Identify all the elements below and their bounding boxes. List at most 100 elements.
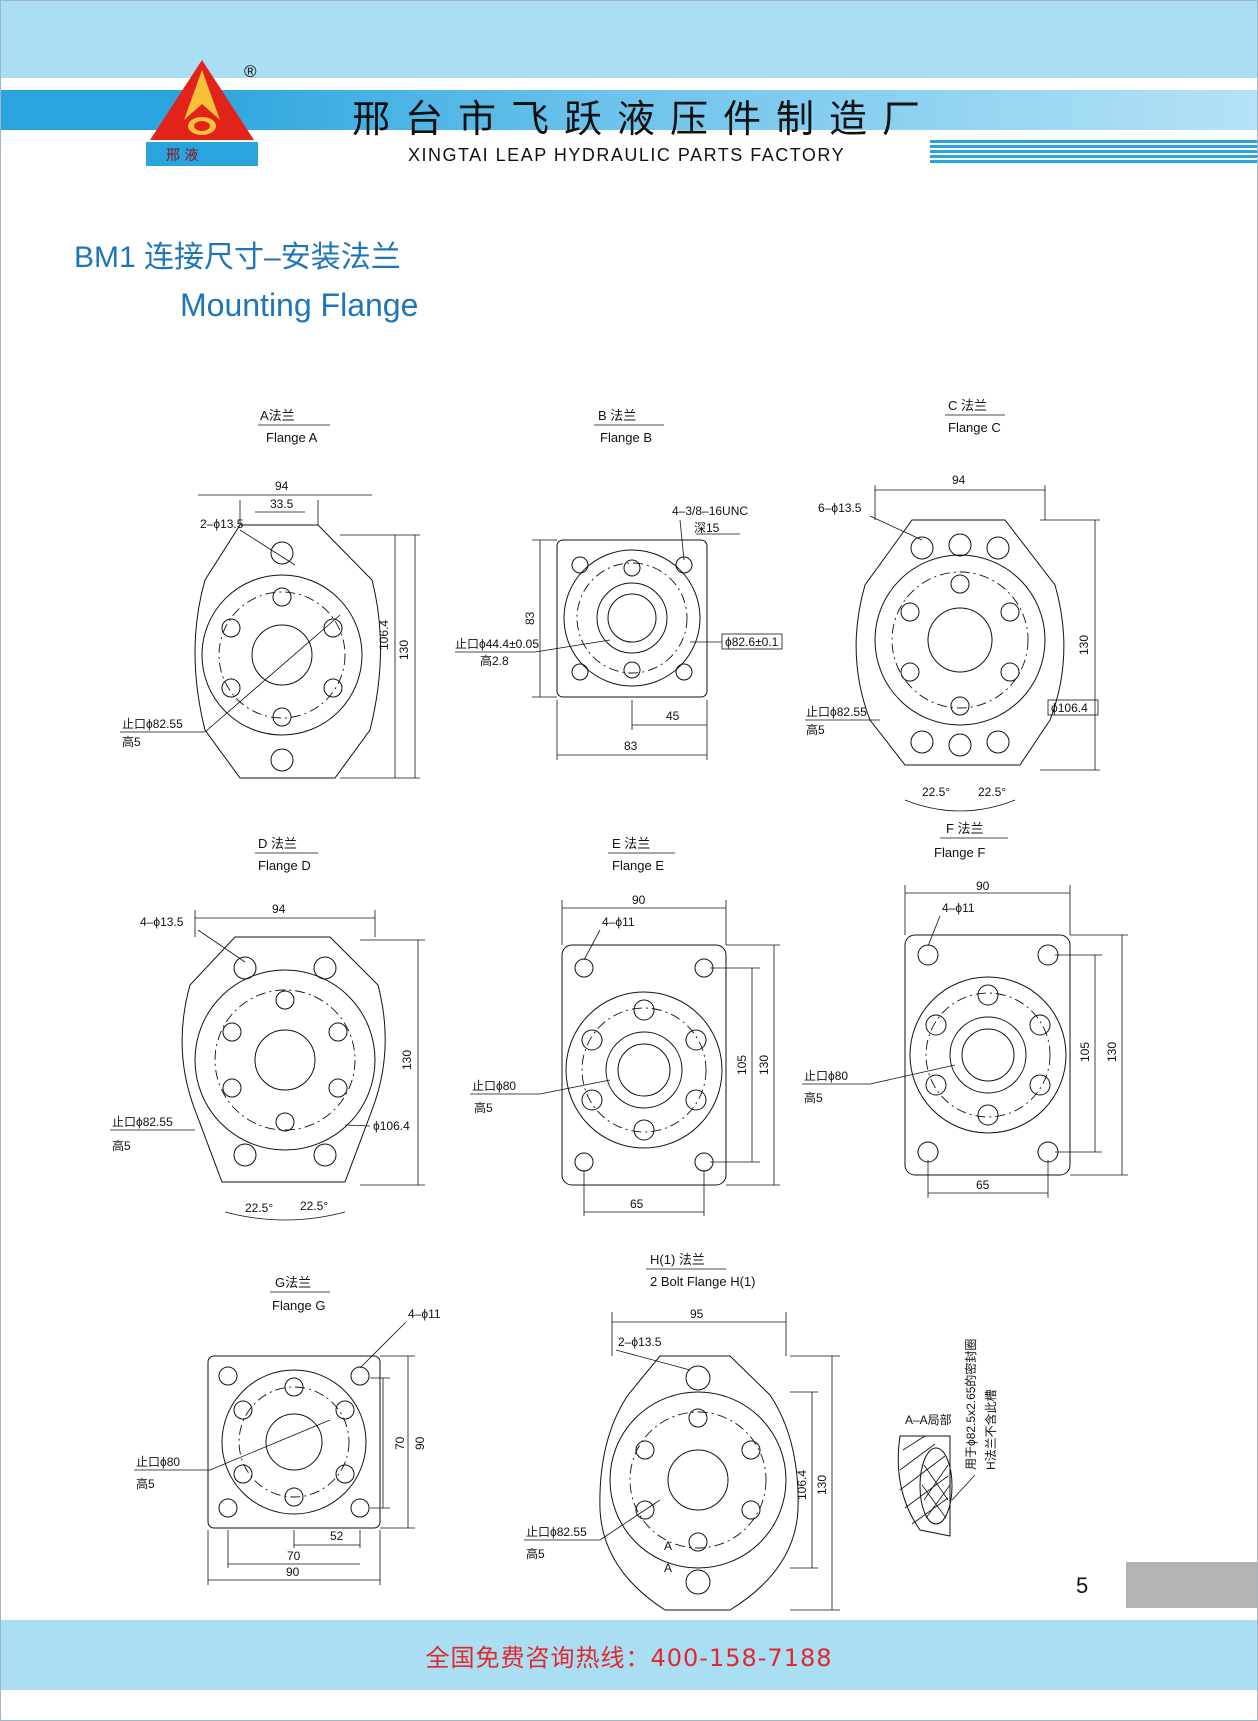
header-top-band — [0, 0, 1258, 78]
flange-f-drawing: F 法兰 Flange F 90 4–ϕ11 105 130 止口ϕ80 高5 … — [802, 821, 1128, 1198]
registered-mark: ® — [244, 62, 257, 81]
flange-b-pilot: 止口ϕ44.4±0.05 — [455, 637, 539, 651]
flange-b-dim-45: 45 — [666, 709, 680, 723]
page-title-en: Mounting Flange — [180, 287, 419, 323]
flange-d-dim-94: 94 — [272, 902, 286, 916]
red-triangle-logo-icon: 邢 液 — [146, 60, 258, 166]
hotline-text: 全国免费咨询热线：400-158-7188 — [425, 1644, 833, 1672]
flange-g-pilot: 止口ϕ80 — [136, 1455, 180, 1469]
flange-h-high: 高5 — [526, 1546, 545, 1561]
flange-d-pcd: ϕ106.4 — [373, 1119, 410, 1133]
flange-e-label-cn: E 法兰 — [612, 836, 650, 851]
flange-g-high: 高5 — [136, 1476, 155, 1491]
flange-a-dim-94: 94 — [275, 479, 289, 493]
flange-g-dim-52: 52 — [330, 1529, 344, 1543]
flange-d-holes: 4–ϕ13.5 — [140, 915, 184, 929]
flange-e-dim-105: 105 — [735, 1055, 749, 1075]
flange-a-holes: 2–ϕ13.5 — [200, 517, 244, 531]
flange-c-dim-130: 130 — [1077, 635, 1091, 655]
header-blue-band-fade — [180, 90, 1258, 130]
flange-a-dim-130: 130 — [397, 640, 411, 660]
flange-d-label-en: Flange D — [258, 858, 311, 873]
flange-b-label-en: Flange B — [600, 430, 652, 445]
flange-h-label-cn: H(1) 法兰 — [650, 1252, 705, 1267]
flange-g-label-cn: G法兰 — [275, 1275, 311, 1290]
section-note-2: H法兰不含此槽 — [983, 1389, 998, 1470]
flange-d-high: 高5 — [112, 1138, 131, 1153]
flange-c-label-en: Flange C — [948, 420, 1001, 435]
flange-f-dim-65: 65 — [976, 1178, 990, 1192]
flange-f-holes: 4–ϕ11 — [942, 901, 975, 915]
flange-b-label-cn: B 法兰 — [598, 408, 636, 423]
flange-d-drawing: D 法兰 Flange D 4–ϕ13.5 94 130 止口ϕ82.55 高5… — [110, 836, 425, 1221]
flange-b-thread: 4–3/8–16UNC — [672, 504, 748, 518]
flange-e-pilot: 止口ϕ80 — [472, 1079, 516, 1093]
page-title-cn: BM1 连接尺寸–安装法兰 — [74, 241, 401, 274]
flange-d-angle-2: 22.5° — [300, 1199, 328, 1213]
flange-g-dim-90-h: 90 — [286, 1565, 300, 1579]
flange-f-label-cn: F 法兰 — [946, 821, 984, 836]
company-name-en: XINGTAI LEAP HYDRAULIC PARTS FACTORY — [408, 145, 846, 165]
section-a-a-detail: A–A局部 用于ϕ82.5x2.65的密封圈 H法兰不含此槽 — [897, 1339, 998, 1537]
flange-f-dim-130: 130 — [1105, 1042, 1119, 1062]
flange-h-section-a-2: A — [664, 1561, 672, 1575]
flange-h-dim-106-4: 106.4 — [795, 1470, 809, 1500]
flange-b-pcd: ϕ82.6±0.1 — [725, 635, 779, 649]
flange-a-high: 高5 — [122, 734, 141, 749]
flange-b-high: 高2.8 — [480, 653, 509, 668]
flange-b-dim-83-h: 83 — [624, 739, 638, 753]
flange-g-drawing: G法兰 Flange G 4–ϕ11 70 90 止口ϕ80 高5 52 70 … — [134, 1275, 441, 1585]
flange-e-holes: 4–ϕ11 — [602, 915, 635, 929]
flange-g-label-en: Flange G — [272, 1298, 325, 1313]
flange-d-pilot: 止口ϕ82.55 — [112, 1115, 173, 1129]
flange-b-drawing: B 法兰 Flange B 83 4–3/8–16UNC 深15 止口ϕ44.4… — [455, 408, 783, 760]
flange-a-label-en: Flange A — [266, 430, 318, 445]
flange-h-holes: 2–ϕ13.5 — [618, 1335, 662, 1349]
flange-c-pilot: 止口ϕ82.55 — [806, 705, 867, 719]
flange-e-dim-65: 65 — [630, 1197, 644, 1211]
flange-h-dim-130: 130 — [815, 1475, 829, 1495]
flange-c-pcd: ϕ106.4 — [1051, 701, 1088, 715]
flange-g-holes: 4–ϕ11 — [408, 1307, 441, 1321]
flange-e-dim-130: 130 — [757, 1055, 771, 1075]
flange-b-dim-83-v: 83 — [523, 611, 537, 625]
flange-h-dim-95: 95 — [690, 1307, 704, 1321]
flange-a-pilot: 止口ϕ82.55 — [122, 717, 183, 731]
section-label: A–A局部 — [905, 1412, 952, 1427]
flange-e-dim-90: 90 — [632, 893, 646, 907]
flange-f-high: 高5 — [804, 1090, 823, 1105]
flange-a-drawing: A法兰 Flange A 94 33.5 2–ϕ13.5 106.4 130 止… — [120, 408, 420, 779]
flange-a-dim-33-5: 33.5 — [270, 497, 294, 511]
flange-g-dim-70-v: 70 — [393, 1436, 407, 1450]
flange-c-angle-2: 22.5° — [978, 785, 1006, 799]
company-name-cn: 邢台市飞跃液压件制造厂 — [352, 97, 936, 141]
flange-g-dim-90-v: 90 — [413, 1436, 427, 1450]
flange-f-dim-105: 105 — [1078, 1042, 1092, 1062]
flange-c-high: 高5 — [806, 722, 825, 737]
flange-d-label-cn: D 法兰 — [258, 836, 297, 851]
flange-e-drawing: E 法兰 Flange E 90 4–ϕ11 105 130 止口ϕ80 高5 … — [470, 836, 780, 1216]
flange-h-drawing: H(1) 法兰 2 Bolt Flange H(1) 95 2–ϕ13.5 10… — [524, 1252, 840, 1611]
section-note-1: 用于ϕ82.5x2.65的密封圈 — [963, 1339, 978, 1470]
flange-a-dim-106-4: 106.4 — [377, 620, 391, 650]
flange-h-label-en: 2 Bolt Flange H(1) — [650, 1274, 756, 1289]
flange-g-dim-70-h: 70 — [287, 1549, 301, 1563]
footer-band — [0, 1620, 1258, 1690]
flange-d-dim-130: 130 — [400, 1050, 414, 1070]
flange-f-dim-90: 90 — [976, 879, 990, 893]
page-tab — [1126, 1562, 1258, 1608]
header-stripes — [930, 140, 1258, 164]
flange-e-label-en: Flange E — [612, 858, 664, 873]
flange-c-dim-94: 94 — [952, 473, 966, 487]
flange-h-pilot: 止口ϕ82.55 — [526, 1525, 587, 1539]
flange-a-label-cn: A法兰 — [260, 408, 295, 423]
flange-c-drawing: C 法兰 Flange C 94 6–ϕ13.5 130 止口ϕ82.55 高5… — [805, 398, 1100, 812]
flange-b-depth: 深15 — [694, 521, 720, 535]
flange-c-angle-1: 22.5° — [922, 785, 950, 799]
flange-f-pilot: 止口ϕ80 — [804, 1069, 848, 1083]
flange-h-section-a-1: A — [664, 1539, 672, 1553]
logo-text: 邢 液 — [166, 148, 198, 164]
flange-d-angle-1: 22.5° — [245, 1201, 273, 1215]
